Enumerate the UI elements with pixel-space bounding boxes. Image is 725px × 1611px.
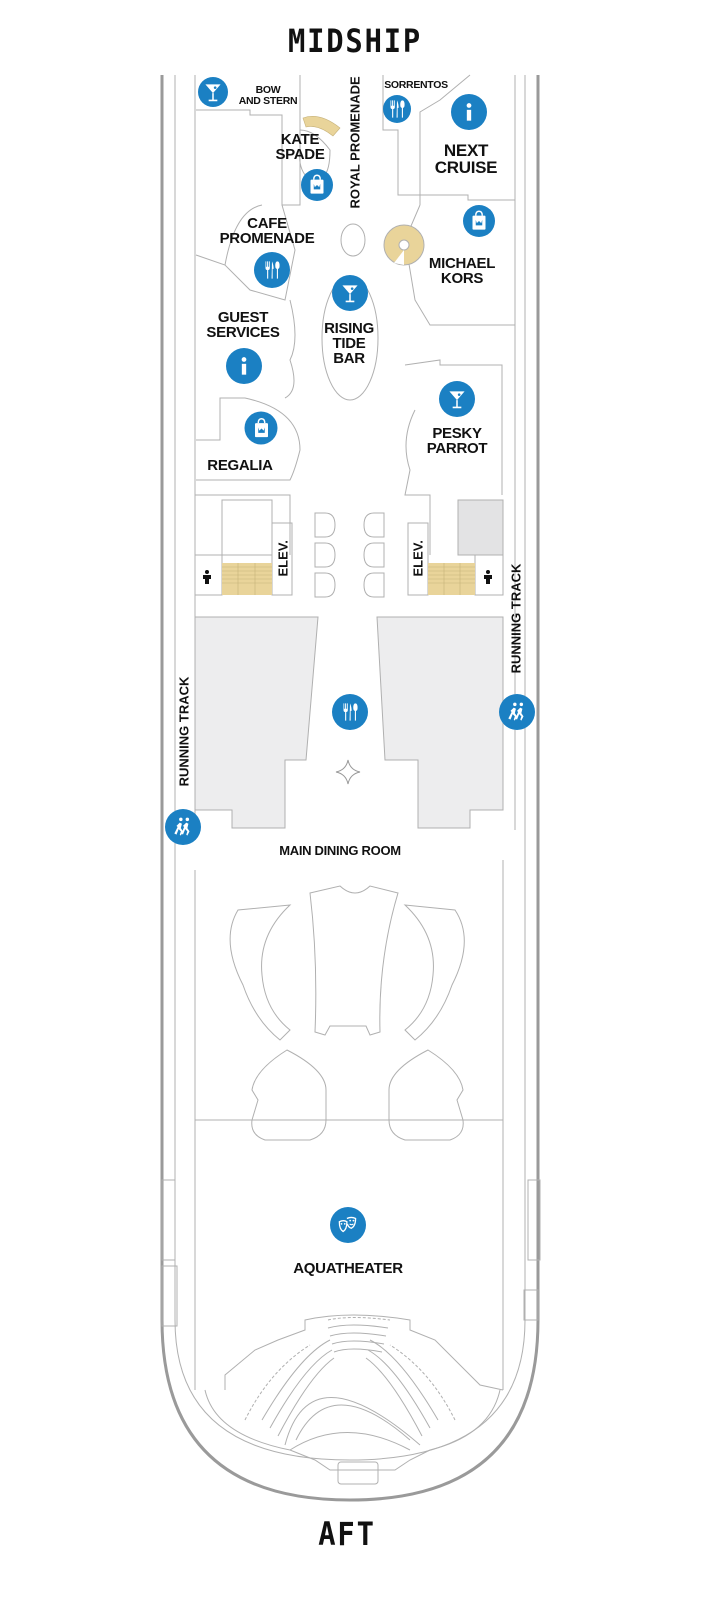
label-line: BOW (255, 84, 281, 96)
direction-aft: AFT (318, 1515, 376, 1553)
shopping-icon[interactable] (463, 205, 495, 237)
label-guest-services[interactable]: GUEST SERVICES (206, 310, 279, 340)
shopping-icon[interactable] (244, 411, 278, 445)
label-main-dining-room[interactable]: MAIN DINING ROOM (279, 843, 401, 858)
label-line: AND STERN (238, 94, 298, 107)
direction-midship: MIDSHIP (288, 22, 422, 60)
label-cafe-promenade[interactable]: CAFE PROMENADE (220, 216, 315, 246)
cocktail-icon[interactable] (332, 275, 368, 311)
label-elevator-right[interactable]: ELEV. (410, 540, 426, 577)
stairs-right (428, 563, 475, 595)
label-bow-and-stern[interactable]: BOW AND STERN (239, 85, 298, 106)
restroom-icon-left (203, 570, 211, 584)
dining-icon[interactable] (383, 95, 411, 123)
label-line: CAFE (247, 215, 287, 232)
label-kate-spade[interactable]: KATE SPADE (275, 132, 324, 162)
restroom-icon-right (484, 570, 492, 584)
label-line: BAR (333, 350, 365, 367)
label-line: RISING (324, 320, 374, 337)
label-royal-promenade[interactable]: ROYAL PROMENADE (347, 76, 363, 209)
shopping-icon[interactable] (301, 169, 333, 201)
label-rising-tide-bar[interactable]: RISING TIDE BAR (324, 321, 374, 366)
cocktail-icon[interactable] (439, 381, 475, 417)
label-line: GUEST (217, 309, 269, 326)
label-line: PROMENADE (219, 230, 315, 247)
label-pesky-parrot[interactable]: PESKY PARROT (426, 425, 488, 457)
label-aquatheater[interactable]: AQUATHEATER (293, 1260, 403, 1277)
label-running-track-right[interactable]: RUNNING TRACK (508, 563, 524, 674)
label-line: SPADE (275, 146, 325, 163)
label-line: CRUISE (434, 158, 498, 177)
dining-icon[interactable] (332, 694, 368, 730)
label-next-cruise[interactable]: NEXT CRUISE (434, 141, 498, 177)
running-icon[interactable] (499, 694, 535, 730)
label-line: PARROT (426, 440, 488, 457)
label-line: KORS (440, 270, 484, 287)
compass-star-icon (335, 759, 361, 785)
stairs-left (222, 563, 272, 595)
cocktail-icon[interactable] (198, 77, 228, 107)
label-line: KATE (280, 131, 320, 148)
label-line: PESKY (432, 425, 482, 442)
theater-masks-icon[interactable] (330, 1207, 366, 1243)
info-icon[interactable] (451, 94, 487, 130)
label-elevator-left[interactable]: ELEV. (275, 540, 291, 577)
running-icon[interactable] (165, 809, 201, 845)
label-line: SERVICES (206, 324, 280, 341)
label-running-track-left[interactable]: RUNNING TRACK (176, 676, 192, 787)
label-line: MICHAEL (428, 255, 496, 272)
dining-icon[interactable] (254, 252, 290, 288)
label-michael-kors[interactable]: MICHAEL KORS (428, 255, 496, 287)
spiral-stair (383, 224, 425, 266)
label-line: NEXT (443, 141, 489, 160)
label-sorrentos[interactable]: SORRENTOS (384, 79, 448, 91)
info-icon[interactable] (226, 348, 262, 384)
label-regalia[interactable]: REGALIA (207, 457, 273, 474)
label-line: TIDE (332, 335, 366, 352)
